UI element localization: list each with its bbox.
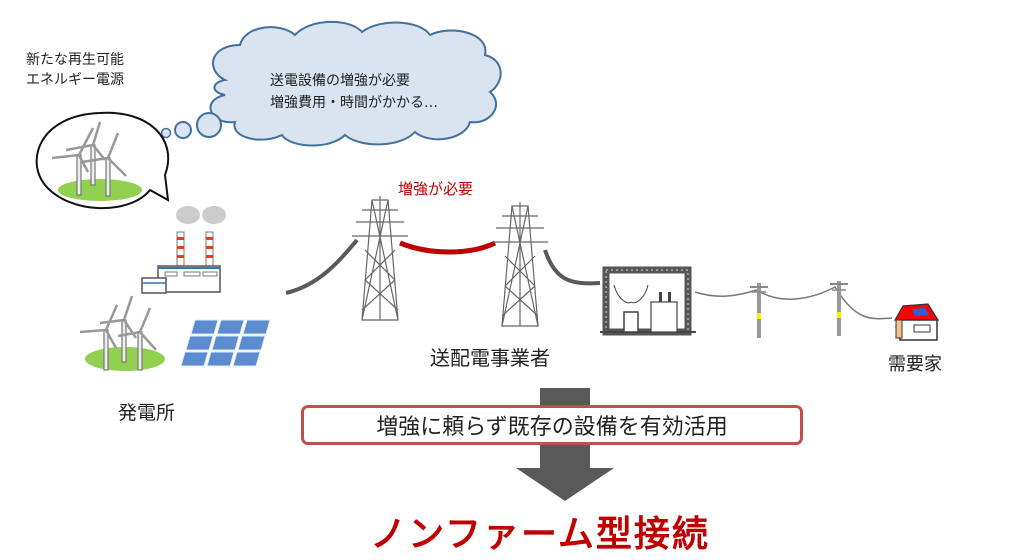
policy-text: 増強に頼らず既存の設備を有効活用	[376, 415, 728, 440]
caption-line-2: エネルギー電源	[26, 72, 124, 88]
wind-turbine-icon	[51, 121, 127, 197]
reinforcement-line	[399, 240, 497, 255]
cloud-text: 送電設備の増強が必要 増強費用・時間がかかる…	[270, 70, 438, 114]
solar-panel-icon	[180, 319, 271, 367]
cloud-line-1: 送電設備の増強が必要	[270, 73, 410, 89]
substation-icon	[600, 266, 696, 336]
transmission-line	[285, 238, 359, 295]
thought-caption: 新たな再生可能 エネルギー電源	[26, 50, 124, 90]
power-plant-label: 発電所	[118, 402, 176, 424]
house-icon	[893, 303, 940, 341]
caption-line-1: 新たな再生可能	[26, 52, 124, 68]
utility-pole-icon	[750, 283, 768, 338]
operator-label: 送配電事業者	[430, 346, 550, 370]
reinforcement-label: 増強が必要	[398, 180, 474, 198]
thought-cloud	[160, 20, 502, 147]
distribution-line	[694, 286, 893, 320]
wind-turbine-icon	[79, 295, 165, 371]
transmission-tower-icon	[352, 196, 408, 321]
policy-box: 増強に頼らず既存の設備を有効活用	[301, 405, 803, 445]
utility-pole-icon	[830, 281, 848, 336]
result-title: ノンファーム型接続	[370, 514, 710, 555]
speech-bubble	[35, 111, 170, 210]
thermal-power-plant-icon	[141, 206, 226, 294]
cloud-line-2: 増強費用・時間がかかる…	[270, 95, 438, 111]
transmission-line	[543, 249, 601, 286]
transmission-tower-icon	[492, 202, 548, 327]
consumer-label: 需要家	[888, 354, 942, 375]
